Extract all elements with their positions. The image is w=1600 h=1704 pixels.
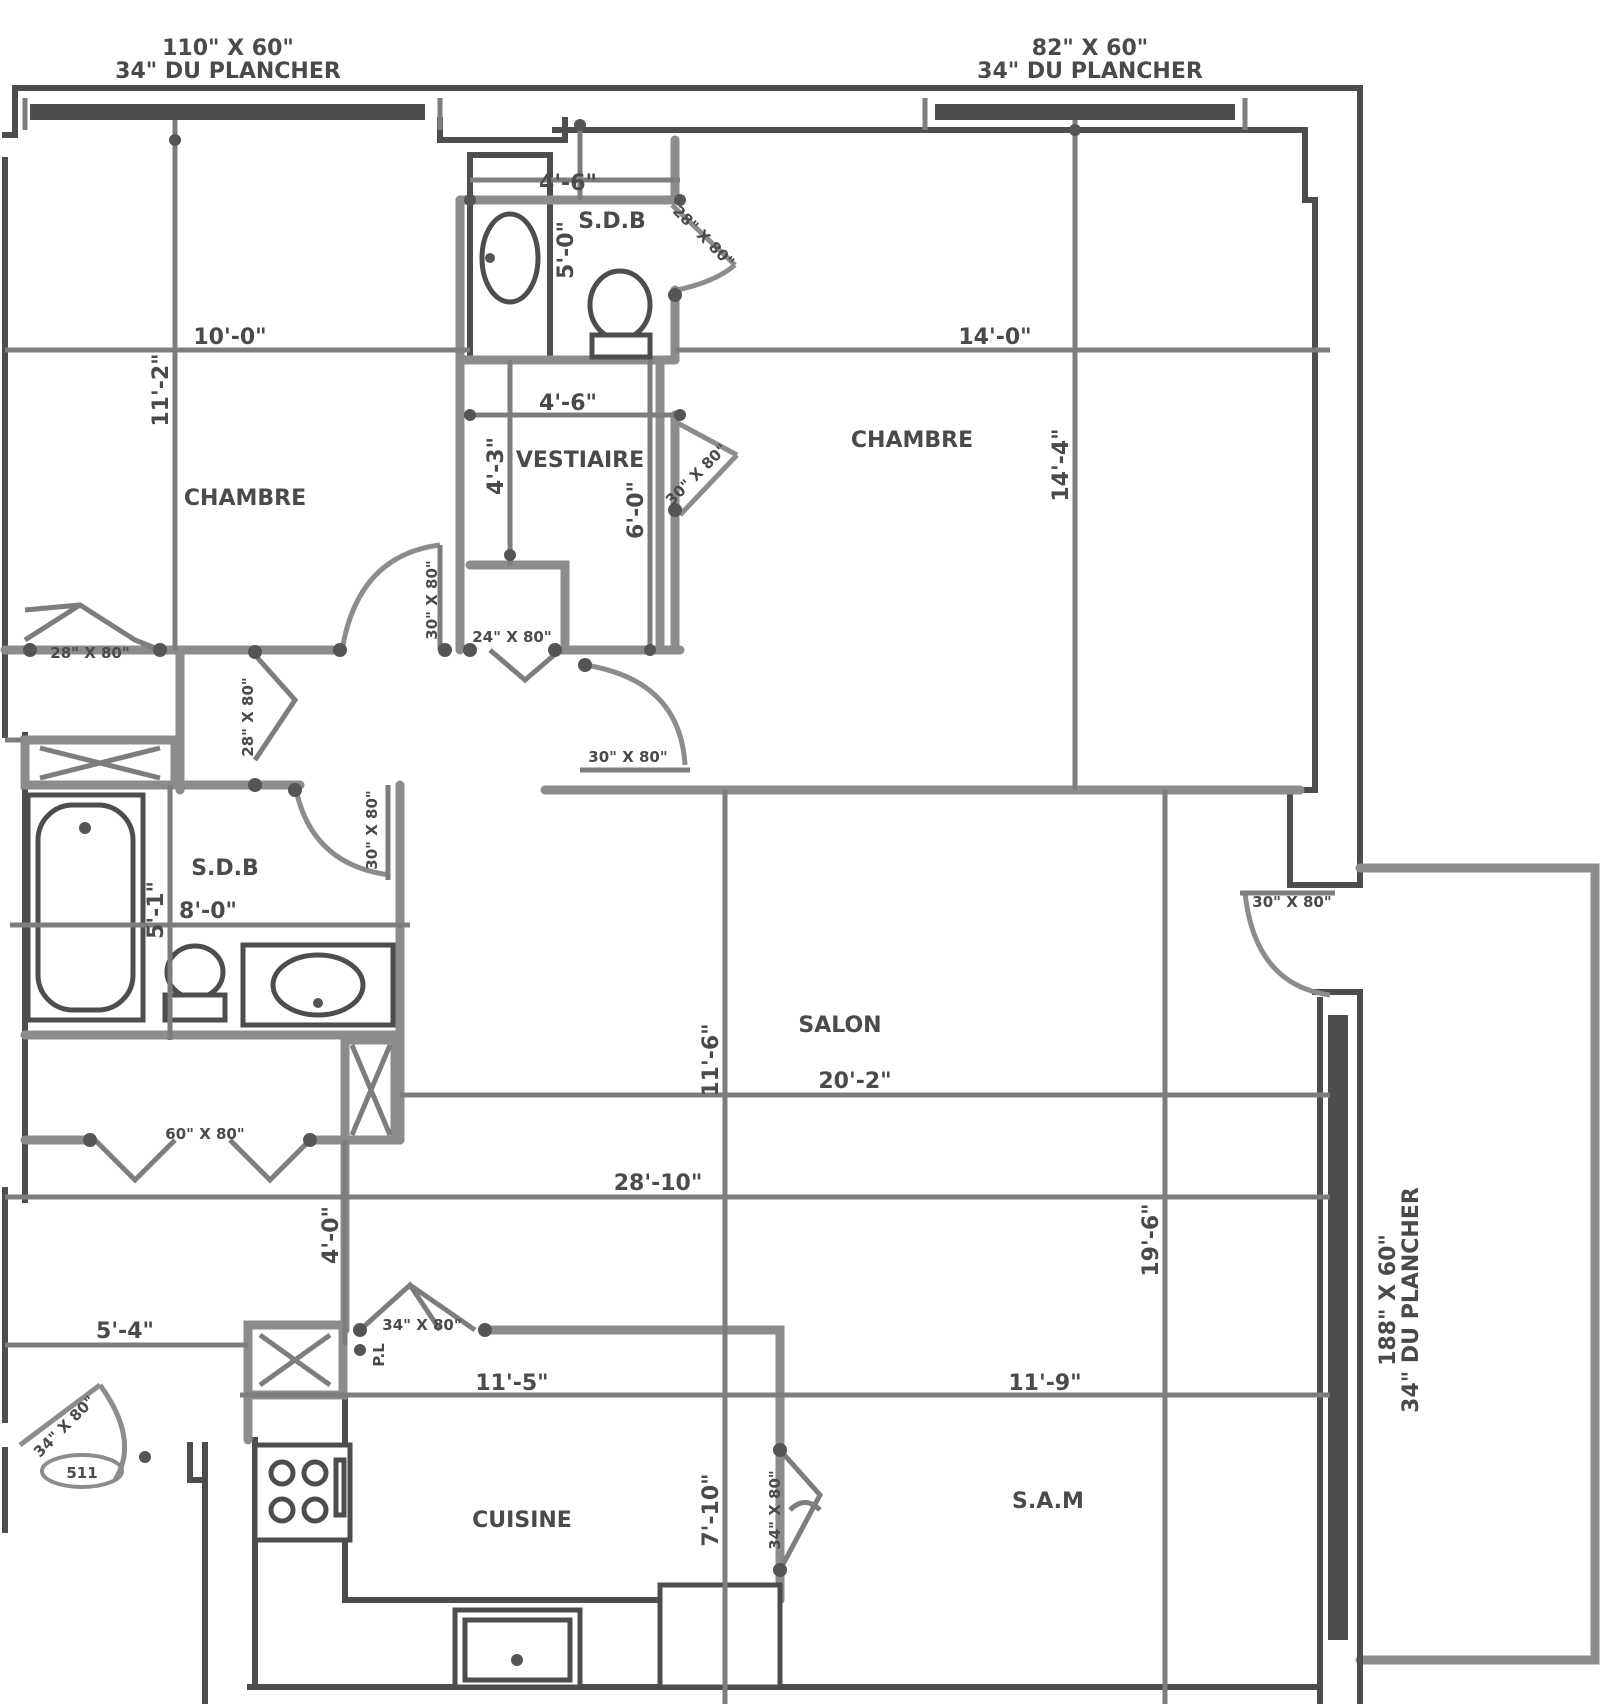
room-labels: CHAMBRE CHAMBRE S.D.B VESTIAIRE S.D.B SA… bbox=[40, 209, 1084, 1533]
door-label-1: 28" X 80" bbox=[669, 202, 738, 271]
door-sdb-upper bbox=[670, 203, 737, 293]
closet-door-west-b bbox=[252, 653, 299, 762]
exterior-walls bbox=[2, 85, 1600, 1704]
door-label-10: 60" X 80" bbox=[165, 1125, 244, 1143]
door-label-7: 28" X 80" bbox=[50, 644, 129, 662]
window-east-bedroom bbox=[935, 104, 1235, 120]
dim-20-2: 20'-2" bbox=[818, 1069, 891, 1094]
doors bbox=[18, 203, 1335, 1572]
unit-number: 511 bbox=[66, 1464, 97, 1482]
closet-door-bifold bbox=[93, 1138, 312, 1184]
burner-1 bbox=[268, 1459, 296, 1487]
dimension-labels: 10'-0" 11'-2" 14'-0" 14'-4" 4'-6" 5'-0" … bbox=[96, 171, 1164, 1547]
door-label-11: 34" X 80" bbox=[382, 1316, 461, 1334]
door-label-9: 30" X 80" bbox=[1252, 893, 1331, 911]
window-1-height: 34" DU PLANCHER bbox=[115, 59, 341, 84]
burner-3 bbox=[268, 1496, 296, 1524]
fixtures bbox=[25, 211, 783, 1690]
window-glazing bbox=[22, 98, 1348, 1640]
dim-11-9: 11'-9" bbox=[1008, 1371, 1081, 1396]
door-label-13: 34" X 80" bbox=[30, 1392, 99, 1461]
door-label-8: 28" X 80" bbox=[239, 677, 257, 756]
window-salon bbox=[1328, 1015, 1348, 1640]
closet-box bbox=[340, 1035, 400, 1145]
closet-door-vestiaire bbox=[488, 648, 562, 684]
room-chambre-east: CHAMBRE bbox=[851, 428, 973, 453]
door-vestiaire bbox=[670, 417, 739, 517]
door-kitchen bbox=[777, 1448, 824, 1572]
room-vestiaire: VESTIAIRE bbox=[516, 448, 644, 473]
dim-4-6-mid: 4'-6" bbox=[539, 391, 597, 416]
dim-10-0: 10'-0" bbox=[193, 325, 266, 350]
toilet-tank-upper bbox=[589, 332, 653, 360]
dim-4-0: 4'-0" bbox=[319, 1206, 344, 1264]
toilet-upper bbox=[587, 268, 653, 342]
window-2-size: 82" X 60" bbox=[1032, 36, 1148, 61]
dim-4-6-top: 4'-6" bbox=[539, 171, 597, 196]
door-label-4: 30" X 80" bbox=[423, 560, 441, 639]
kitchen-sink-basin bbox=[462, 1617, 573, 1683]
door-chambre-west bbox=[340, 542, 441, 646]
room-sdb-lower: S.D.B bbox=[191, 856, 259, 881]
bathtub-basin bbox=[35, 802, 136, 1013]
dim-4-3: 4'-3" bbox=[484, 437, 509, 495]
door-balcony bbox=[1242, 892, 1331, 998]
toilet-tank-lower bbox=[162, 992, 228, 1023]
door-label-12: 34" X 80" bbox=[766, 1470, 784, 1549]
window-3-height: 34" DU PLANCHER bbox=[1399, 1187, 1424, 1413]
room-salon: SALON bbox=[798, 1013, 881, 1038]
dim-5-1: 5'-1" bbox=[144, 881, 169, 939]
window-1-size: 110" X 60" bbox=[162, 36, 294, 61]
dimension-lines bbox=[5, 120, 1330, 1704]
refrigerator bbox=[657, 1582, 783, 1690]
dim-8-0: 8'-0" bbox=[179, 899, 237, 924]
burner-4 bbox=[301, 1496, 329, 1524]
sink-upper bbox=[479, 211, 541, 305]
door-label-6: 30" X 80" bbox=[363, 790, 381, 869]
window-west-bedroom bbox=[30, 104, 425, 120]
closet-door-pl bbox=[358, 1281, 477, 1333]
room-cuisine: CUISINE bbox=[472, 1508, 572, 1533]
door-label-5: 30" X 80" bbox=[588, 748, 667, 766]
closet-door-west-a bbox=[23, 602, 161, 653]
label-pl: P.L bbox=[370, 1343, 388, 1367]
dim-11-6: 11'-6" bbox=[699, 1023, 724, 1096]
dim-7-10: 7'-10" bbox=[699, 1473, 724, 1546]
unit-number-badge bbox=[40, 1453, 124, 1489]
room-sdb-upper: S.D.B bbox=[578, 209, 646, 234]
door-sdb-lower bbox=[292, 784, 391, 878]
dim-28-10: 28'-10" bbox=[614, 1171, 703, 1196]
toilet-lower bbox=[164, 943, 226, 1001]
window-labels: 110" X 60" 34" DU PLANCHER 82" X 60" 34"… bbox=[115, 36, 1424, 1413]
room-chambre-west: CHAMBRE bbox=[184, 486, 306, 511]
dim-5-0: 5'-0" bbox=[554, 221, 579, 279]
dim-5-4: 5'-4" bbox=[96, 1319, 154, 1344]
dim-19-6: 19'-6" bbox=[1139, 1203, 1164, 1276]
dimension-ticks bbox=[23, 119, 1081, 1577]
dim-11-5: 11'-5" bbox=[475, 1371, 548, 1396]
dim-11-2: 11'-2" bbox=[149, 353, 174, 426]
room-sam: S.A.M bbox=[1012, 1489, 1084, 1514]
dim-6-0: 6'-0" bbox=[624, 481, 649, 539]
dim-14-0: 14'-0" bbox=[958, 325, 1031, 350]
burner-2 bbox=[301, 1459, 329, 1487]
linen-shelf bbox=[20, 735, 180, 790]
window-3-size: 188" X 60" bbox=[1376, 1234, 1401, 1366]
stove-controls bbox=[333, 1457, 347, 1518]
door-label-3: 24" X 80" bbox=[472, 628, 551, 646]
door-entrance bbox=[18, 1383, 128, 1482]
sink-lower bbox=[270, 952, 366, 1018]
dim-14-4: 14'-4" bbox=[1049, 428, 1074, 501]
window-2-height: 34" DU PLANCHER bbox=[977, 59, 1203, 84]
door-chambre-east bbox=[584, 662, 688, 766]
